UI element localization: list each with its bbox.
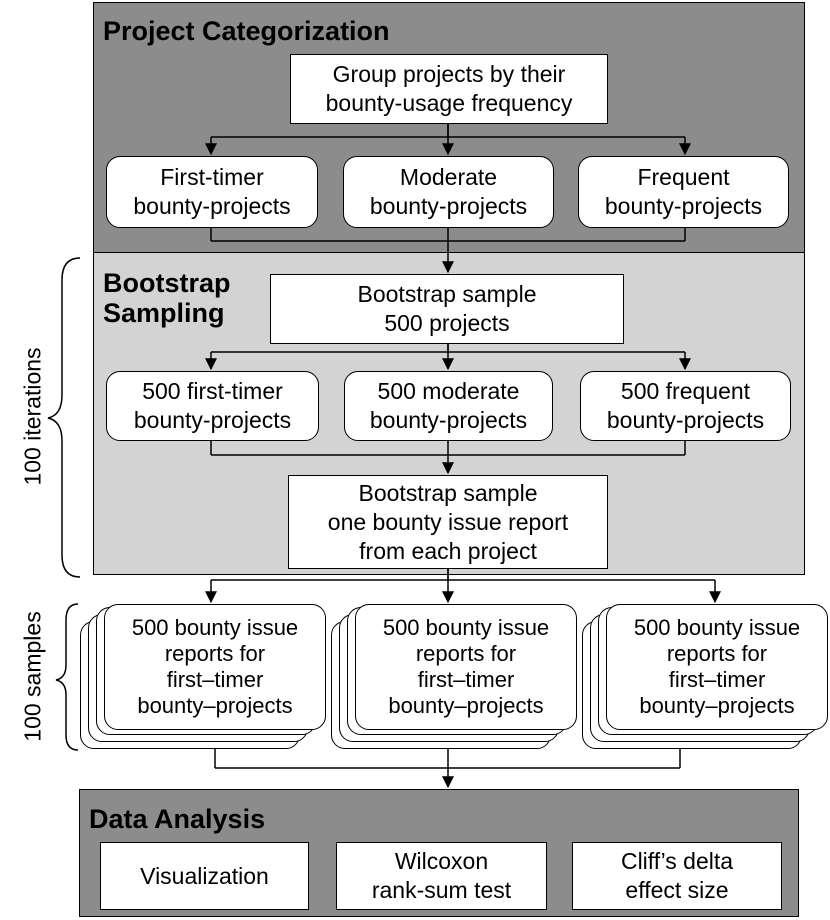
visualization-box: Visualization xyxy=(100,842,309,910)
project-categorization-title: Project Categorization xyxy=(103,16,390,46)
category-moderate: Moderate bounty-projects xyxy=(343,156,554,228)
iterations-brace xyxy=(47,257,81,578)
samples-label: 100 samples xyxy=(19,611,46,742)
samples-brace xyxy=(55,603,79,751)
category-first-timer: First-timer bounty-projects xyxy=(106,156,318,228)
data-analysis-title: Data Analysis xyxy=(89,804,266,834)
sample-card: 500 bounty issue reports for first–timer… xyxy=(606,604,828,730)
group-projects-box: Group projects by their bounty-usage fre… xyxy=(290,54,608,124)
wilcoxon-test-box: Wilcoxon rank-sum test xyxy=(336,842,547,910)
sample-card: 500 bounty issue reports for first–timer… xyxy=(355,604,577,730)
cliffs-delta-box: Cliff’s delta effect size xyxy=(572,842,782,910)
bootstrap-sample-projects-box: Bootstrap sample 500 projects xyxy=(270,274,624,344)
group-frequent: 500 frequent bounty-projects xyxy=(580,371,791,441)
group-moderate: 500 moderate bounty-projects xyxy=(344,371,553,441)
bootstrap-issue-report-box: Bootstrap sample one bounty issue report… xyxy=(288,475,608,569)
iterations-label: 100 iterations xyxy=(19,347,46,486)
group-first-timer: 500 first-timer bounty-projects xyxy=(106,371,319,441)
sample-card: 500 bounty issue reports for first–timer… xyxy=(104,604,326,730)
category-frequent: Frequent bounty-projects xyxy=(578,156,789,228)
bootstrap-sampling-title: Bootstrap Sampling xyxy=(103,268,231,328)
